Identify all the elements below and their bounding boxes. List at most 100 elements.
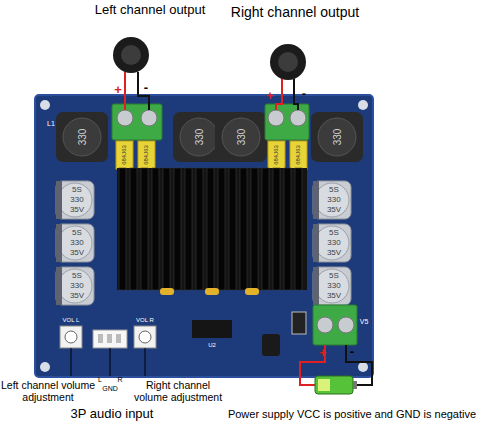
smd-part [205,288,219,295]
label-text: VOL R [136,317,154,324]
label-text: 330 [327,282,340,291]
terminal-screw [141,110,157,126]
label-text: Power supply VCC is positive and GND is … [228,408,476,420]
mounting-hole [40,362,50,372]
film-capacitor [268,141,285,169]
leader-line [110,348,111,376]
mounting-hole [40,100,50,110]
label-text: + [319,347,326,360]
heatsink-fin [251,168,258,290]
electrolytic-capacitor [56,181,94,219]
polarity-stripe [313,267,319,305]
label-text: 684J63 [273,145,280,165]
inductor-core [318,118,356,156]
label-text: 330 [236,129,247,146]
heatsink-fin [295,168,302,290]
battery-cap [353,381,357,389]
label-text: 35V [70,206,84,215]
label-text: Left channel volume adjustment [0,380,98,403]
heatsink-fin [119,168,126,290]
label-text: - [350,346,354,359]
capacitor-top [58,269,92,303]
speaker-cone [121,45,141,65]
label-text: 35V [70,249,84,258]
inductor [311,112,363,162]
potentiometer [60,326,82,348]
inductor-core [180,118,218,156]
label-text: 35V [327,206,341,215]
screw-terminal [265,104,309,140]
polarity-stripe [313,224,319,262]
polarity-stripe [56,267,62,305]
electrolytic-capacitor [313,267,351,305]
label-text: V5 [360,318,369,326]
capacitor-top [315,183,349,217]
battery [315,376,353,394]
heatsink-fin [185,168,192,290]
label-text: VOL L [63,317,80,324]
connector-pin [116,334,121,343]
inductor-core [222,118,260,156]
label-text: 3P audio input [71,407,154,421]
label-text: 35V [327,249,341,258]
label-text: - [302,87,306,101]
label-text: Left channel output [95,3,206,17]
electrolytic-capacitor [56,267,94,305]
label-text: 684J63 [295,145,302,165]
heatsink-fin [218,168,225,290]
heatsink-fin [152,168,159,290]
label-text: + [266,89,274,103]
smd-part [245,288,259,295]
inductor [215,112,267,162]
mounting-hole [358,100,368,110]
polarity-stripe [56,224,62,262]
heatsink [117,168,307,290]
terminal-screw [317,317,333,333]
connector-pin [107,334,112,343]
electrolytic-capacitor [313,224,351,262]
label-text: 5S [72,229,82,238]
speaker-cone [278,52,298,72]
negative-wire [294,79,298,110]
label-text: 684J63 [143,145,150,165]
ic-chip [192,320,232,338]
label-text: U2 [208,342,216,349]
label-text: 35V [70,292,84,301]
label-text: 5S [329,186,339,195]
electrolytic-capacitor [56,224,94,262]
negative-wire [138,72,149,110]
label-text: 5S [72,186,82,195]
label-text: Right channel output [231,5,359,20]
label-text: 330 [70,239,83,248]
film-capacitor [116,141,133,169]
capacitor-top [58,183,92,217]
label-text: 330 [327,239,340,248]
label-text: 5S [329,229,339,238]
label-text: 5S [72,272,82,281]
label-text: 684J63 [121,145,128,165]
small-capacitor [262,334,280,356]
label-text: Right channel volume adjustment [128,380,228,403]
heatsink-fins [119,168,302,290]
inductor-core [63,118,101,156]
label-text: 330 [332,129,343,146]
leader-line [71,348,72,376]
polarity-stripe [313,181,319,219]
label-text: 330 [327,196,340,205]
label-text: 330 [194,129,205,146]
smd-part [160,288,174,295]
heatsink-fin [141,168,148,290]
positive-wire [124,72,126,110]
heatsink-fin [196,168,203,290]
label-text: 330 [70,282,83,291]
label-text: L [98,376,102,384]
leader-line [145,348,146,376]
film-capacitor [290,141,307,169]
label-text: GND [102,385,118,393]
terminal-screw [338,317,354,333]
heatsink-fin [174,168,181,290]
diode [292,312,306,334]
heatsink-fin [229,168,236,290]
label-text: 330 [77,129,88,146]
